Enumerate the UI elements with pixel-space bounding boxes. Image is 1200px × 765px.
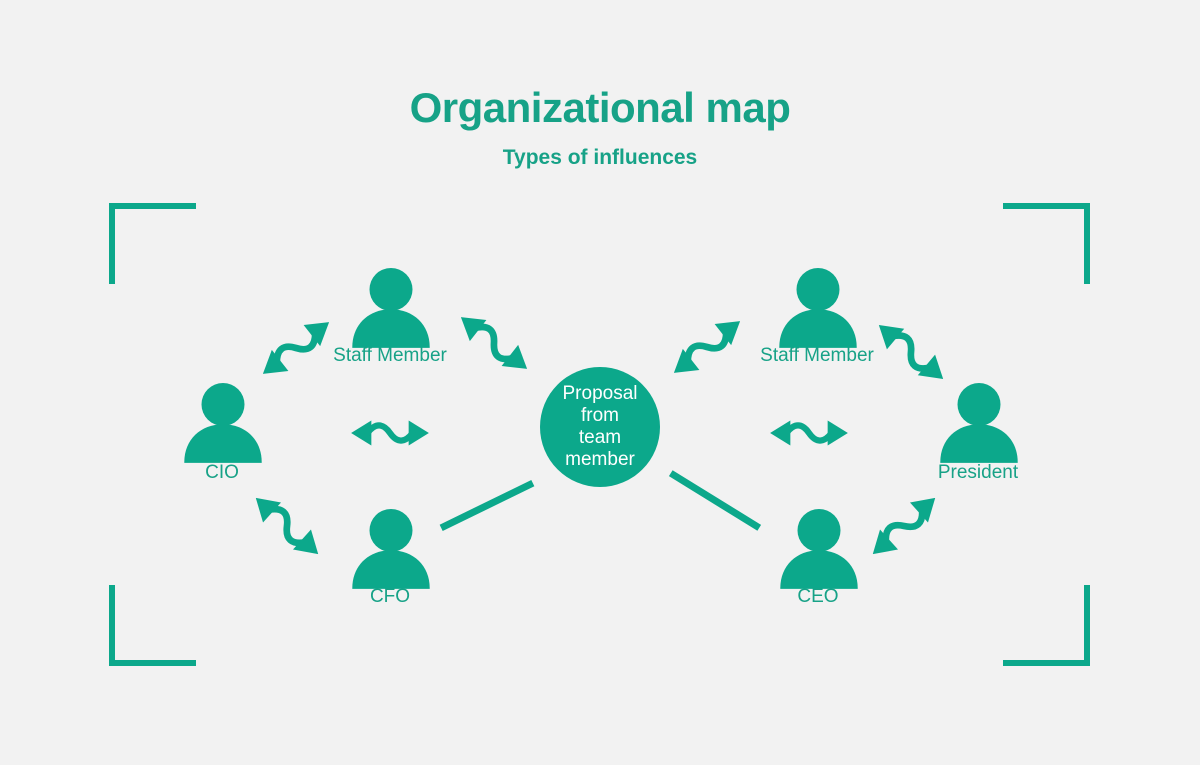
page-title: Organizational map bbox=[409, 84, 791, 131]
node-label-cio: CIO bbox=[205, 462, 239, 483]
person-icon-staff-member-right bbox=[775, 267, 861, 348]
node-label-cfo: CFO bbox=[369, 586, 411, 607]
person-icon-cio bbox=[180, 382, 266, 463]
person-icon-cfo bbox=[348, 508, 434, 589]
connector-line-proposal-ceo bbox=[668, 470, 762, 531]
node-label-ceo: CEO bbox=[797, 586, 839, 607]
person-icon-staff-member-left bbox=[348, 267, 434, 348]
proposal-line: member bbox=[565, 449, 635, 470]
frame-corner-bottom-left-icon bbox=[109, 585, 196, 666]
proposal-line: Proposal bbox=[562, 383, 638, 404]
wavy-arrow-icon-cio-proposal bbox=[344, 419, 436, 447]
wavy-arrow-icon-staff-left-proposal bbox=[449, 302, 539, 384]
node-label-staff-member-left: Staff Member bbox=[333, 345, 447, 366]
person-icon-president bbox=[936, 382, 1022, 463]
proposal-line: from bbox=[581, 405, 619, 426]
proposal-circle: Proposal from team member bbox=[540, 367, 660, 487]
wavy-arrow-icon-proposal-president bbox=[763, 419, 855, 447]
frame-corner-top-left-icon bbox=[109, 203, 196, 284]
wavy-arrow-icon-ceo-president bbox=[860, 484, 948, 568]
person-icon-ceo bbox=[776, 508, 862, 589]
node-label-president: President bbox=[937, 462, 1019, 483]
page-subtitle: Types of influences bbox=[502, 146, 698, 169]
proposal-line: team bbox=[578, 427, 622, 448]
node-label-staff-member-right: Staff Member bbox=[760, 345, 874, 366]
connector-line-cfo-proposal bbox=[439, 479, 535, 532]
frame-corner-top-right-icon bbox=[1003, 203, 1090, 284]
wavy-arrow-icon-cio-cfo bbox=[243, 484, 331, 568]
frame-corner-bottom-right-icon bbox=[1003, 585, 1090, 666]
